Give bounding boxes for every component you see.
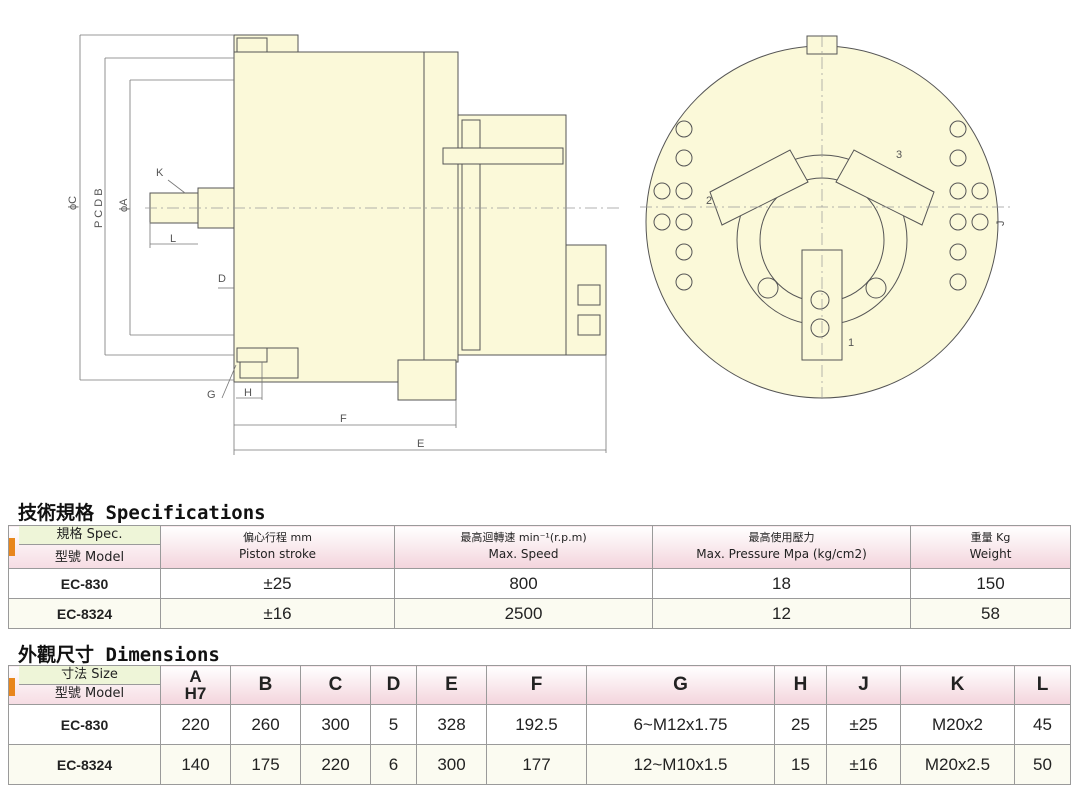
label-jaw2: 2 — [706, 195, 712, 207]
value-cell: 25 — [774, 704, 827, 745]
spec-corner-top: 規格 Spec. — [19, 526, 160, 545]
label-pcd: P C D B — [93, 188, 105, 228]
value-cell: 260 — [230, 704, 301, 745]
value-cell: 220 — [300, 744, 371, 785]
spec-header-pressure: 最高使用壓力 Max. Pressure Mpa (kg/cm2) — [652, 525, 911, 569]
label-phiA: ϕA — [118, 198, 130, 212]
value-cell: 50 — [1014, 744, 1071, 785]
label-F: F — [340, 413, 347, 425]
value-cell: 192.5 — [486, 704, 587, 745]
value-cell: 150 — [910, 568, 1071, 599]
value-cell: 12 — [652, 598, 911, 629]
label-jaw1: 1 — [848, 337, 854, 349]
label-D: D — [218, 273, 226, 285]
side-view-dimension-lines — [79, 34, 607, 455]
dim-header-K: K — [900, 665, 1015, 705]
spec-corner-cell: 規格 Spec. 型號 Model — [8, 525, 161, 569]
dim-header-F: F — [486, 665, 587, 705]
dim-header-B: B — [230, 665, 301, 705]
side-view-labels: ϕC P C D B ϕA K L D G H F E — [67, 167, 424, 450]
label-H: H — [244, 387, 252, 399]
dim-corner-top: 寸法 Size — [19, 666, 160, 685]
model-cell: EC-830 — [8, 704, 161, 745]
value-cell: ±25 — [160, 568, 395, 599]
value-cell: 6 — [370, 744, 417, 785]
value-cell: 12~M10x1.5 — [586, 744, 775, 785]
value-cell: 177 — [486, 744, 587, 785]
side-view — [149, 34, 607, 401]
value-cell: 300 — [416, 744, 487, 785]
dim-header-A: A H7 — [160, 665, 231, 705]
label-G: G — [207, 389, 216, 401]
dim-header-J: J — [826, 665, 901, 705]
model-cell: EC-830 — [8, 568, 161, 599]
dim-corner-bottom: 型號 Model — [54, 686, 125, 701]
label-jaw3: 3 — [896, 149, 902, 161]
model-cell: EC-8324 — [8, 598, 161, 629]
model-cell: EC-8324 — [8, 744, 161, 785]
dim-header-C: C — [300, 665, 371, 705]
dim-header-D: D — [370, 665, 417, 705]
value-cell: 6~M12x1.75 — [586, 704, 775, 745]
dim-corner-cell: 寸法 Size 型號 Model — [8, 665, 161, 705]
label-K: K — [156, 167, 164, 179]
dimensions-table: 寸法 Size 型號 Model A H7 B C D E F G H J K … — [8, 665, 1071, 785]
value-cell: ±16 — [160, 598, 395, 629]
table-row: EC-8324 ±16 2500 12 58 — [8, 598, 1071, 629]
orange-tab — [9, 678, 15, 696]
orange-tab — [9, 538, 15, 556]
label-phiC: ϕC — [67, 196, 79, 210]
dim-header-L: L — [1014, 665, 1071, 705]
value-cell: 2500 — [394, 598, 653, 629]
value-cell: 18 — [652, 568, 911, 599]
spec-header-stroke: 偏心行程 mm Piston stroke — [160, 525, 395, 569]
value-cell: ±25 — [826, 704, 901, 745]
label-E: E — [417, 438, 424, 450]
value-cell: 328 — [416, 704, 487, 745]
value-cell: 140 — [160, 744, 231, 785]
value-cell: M20x2.5 — [900, 744, 1015, 785]
dim-header-G: G — [586, 665, 775, 705]
value-cell: M20x2 — [900, 704, 1015, 745]
dimensions-title: 外觀尺寸 Dimensions — [18, 644, 220, 666]
value-cell: 220 — [160, 704, 231, 745]
value-cell: 5 — [370, 704, 417, 745]
dim-header-E: E — [416, 665, 487, 705]
value-cell: 800 — [394, 568, 653, 599]
dim-header-row: 寸法 Size 型號 Model A H7 B C D E F G H J K … — [8, 665, 1071, 705]
value-cell: 175 — [230, 744, 301, 785]
front-view-labels: J 1 2 3 — [706, 149, 1007, 349]
value-cell: 58 — [910, 598, 1071, 629]
value-cell: ±16 — [826, 744, 901, 785]
label-L: L — [170, 233, 176, 245]
value-cell: 15 — [774, 744, 827, 785]
dim-header-H: H — [774, 665, 827, 705]
label-J: J — [995, 221, 1007, 227]
table-row: EC-8324 140 175 220 6 300 177 12~M10x1.5… — [8, 744, 1071, 785]
spec-header-speed: 最高迴轉速 min⁻¹(r.p.m) Max. Speed — [394, 525, 653, 569]
table-row: EC-830 ±25 800 18 150 — [8, 568, 1071, 599]
spec-header-row: 規格 Spec. 型號 Model 偏心行程 mm Piston stroke … — [8, 525, 1071, 569]
value-cell: 300 — [300, 704, 371, 745]
spec-corner-bottom: 型號 Model — [54, 550, 125, 565]
specifications-table: 規格 Spec. 型號 Model 偏心行程 mm Piston stroke … — [8, 525, 1071, 629]
specifications-title: 技術規格 Specifications — [18, 502, 266, 524]
front-view-lines — [640, 35, 1010, 400]
table-row: EC-830 220 260 300 5 328 192.5 6~M12x1.7… — [8, 704, 1071, 745]
spec-header-weight: 重量 Kg Weight — [910, 525, 1071, 569]
technical-drawing: ϕC P C D B ϕA K L D G H F E — [67, 34, 1010, 455]
value-cell: 45 — [1014, 704, 1071, 745]
